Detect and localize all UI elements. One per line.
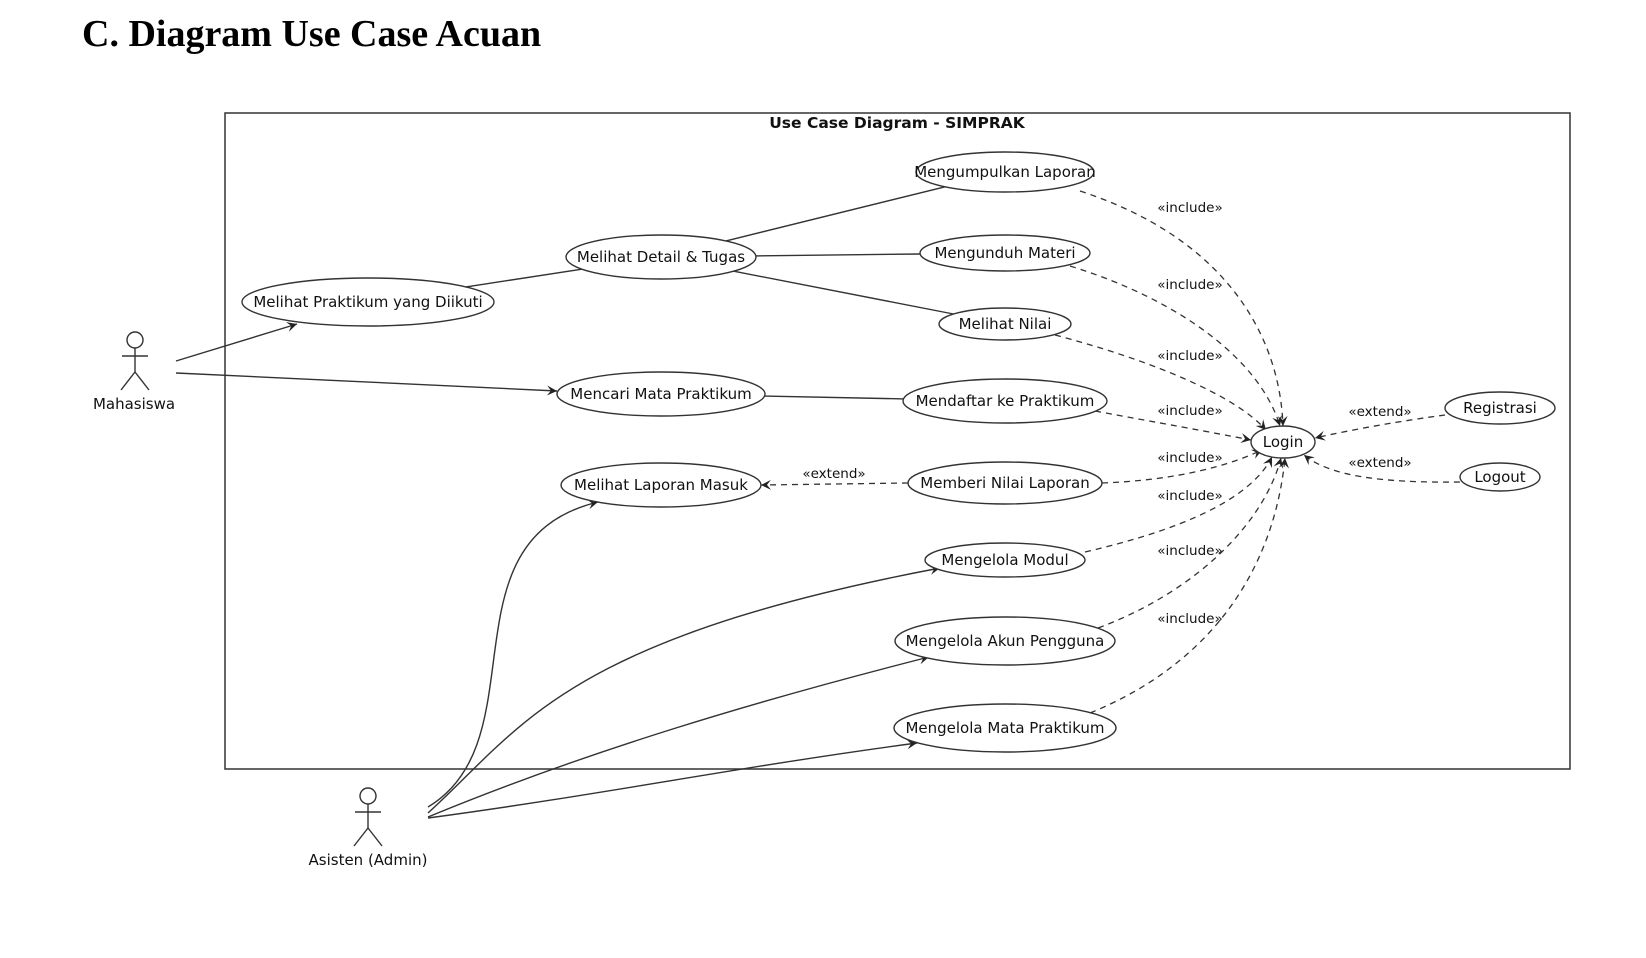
use-case-label: Melihat Laporan Masuk — [574, 476, 748, 494]
dependency-registrasi-to-login — [1314, 414, 1446, 441]
use-case-label: Registrasi — [1463, 399, 1537, 417]
stereotype-label: «include» — [1157, 611, 1222, 627]
association-asisten-to-matkul — [427, 739, 918, 819]
use-case-ellipse — [938, 307, 1072, 341]
use-case-ellipse — [241, 277, 495, 327]
use-case-label: Mengelola Modul — [941, 551, 1068, 569]
use-case-label: Mengelola Mata Praktikum — [905, 719, 1104, 737]
use-case-ellipse — [560, 462, 762, 508]
use-case-laporan: Melihat Laporan Masuk — [560, 462, 762, 508]
stereotype-label: «include» — [1157, 543, 1222, 559]
actor-figure-icon — [120, 331, 150, 391]
dependency-logout-to-login — [1303, 454, 1461, 483]
stereotype-label: «extend» — [802, 466, 865, 482]
use-case-beri: Memberi Nilai Laporan — [907, 461, 1103, 505]
dependency-modul-to-login — [1084, 456, 1273, 553]
stereotype-label: «include» — [1157, 348, 1222, 364]
dependency-nilai-to-login — [1054, 334, 1267, 431]
dependency-beri-to-laporan — [760, 479, 909, 490]
use-case-ellipse — [893, 703, 1117, 753]
use-case-label: Memberi Nilai Laporan — [920, 474, 1089, 492]
stereotype-label: «include» — [1157, 488, 1222, 504]
use-case-registrasi: Registrasi — [1444, 391, 1556, 425]
association-cari-to-daftar — [764, 395, 904, 400]
actor-mahasiswa: Mahasiswa — [93, 331, 175, 413]
dependency-akun-to-login — [1097, 457, 1284, 629]
use-case-matkul: Mengelola Mata Praktikum — [893, 703, 1117, 753]
use-case-ellipse — [1444, 391, 1556, 425]
use-case-praktikum: Melihat Praktikum yang Diikuti — [241, 277, 495, 327]
association-mahasiswa-to-cari — [175, 372, 558, 396]
use-case-logout: Logout — [1459, 462, 1541, 492]
use-case-ellipse — [902, 378, 1108, 424]
use-case-ellipse — [556, 371, 766, 417]
use-case-cari: Mencari Mata Praktikum — [556, 371, 766, 417]
use-case-unduh: Mengunduh Materi — [919, 234, 1091, 272]
use-case-ellipse — [894, 616, 1116, 666]
actor-figure-icon — [353, 787, 383, 847]
use-case-modul: Mengelola Modul — [924, 542, 1086, 578]
dependency-matkul-to-login — [1089, 457, 1289, 714]
use-case-ellipse — [915, 151, 1095, 193]
actor-name: Mahasiswa — [93, 395, 175, 413]
association-asisten-to-akun — [427, 654, 930, 818]
actor-name: Asisten (Admin) — [309, 851, 428, 869]
actor-asisten: Asisten (Admin) — [309, 787, 428, 869]
use-case-label: Mengunduh Materi — [934, 244, 1075, 262]
use-case-label: Mengelola Akun Pengguna — [906, 632, 1105, 650]
use-case-label: Mengumpulkan Laporan — [914, 163, 1096, 181]
dependency-daftar-to-login — [1094, 410, 1252, 443]
use-case-label: Mendaftar ke Praktikum — [916, 392, 1095, 410]
use-case-ellipse — [919, 234, 1091, 272]
stereotype-label: «include» — [1157, 450, 1222, 466]
stereotype-label: «include» — [1157, 403, 1222, 419]
section-heading: C. Diagram Use Case Acuan — [82, 13, 542, 55]
use-case-label: Logout — [1474, 468, 1525, 486]
use-case-daftar: Mendaftar ke Praktikum — [902, 378, 1108, 424]
use-case-label: Mencari Mata Praktikum — [570, 385, 751, 403]
system-title: Use Case Diagram - SIMPRAK — [769, 114, 1026, 132]
stereotype-label: «include» — [1157, 277, 1222, 293]
use-case-label: Melihat Praktikum yang Diikuti — [253, 293, 482, 311]
use-case-kumpul: Mengumpulkan Laporan — [914, 151, 1096, 193]
association-asisten-to-modul — [427, 564, 941, 814]
use-case-detail: Melihat Detail & Tugas — [565, 234, 757, 280]
dependency-beri-to-login — [1101, 449, 1263, 484]
dependency-kumpul-to-login — [1079, 190, 1288, 427]
use-case-ellipse — [1250, 425, 1316, 459]
use-case-nilai: Melihat Nilai — [938, 307, 1072, 341]
use-case-ellipse — [907, 461, 1103, 505]
association-mahasiswa-to-praktikum — [175, 322, 298, 362]
stereotype-label: «include» — [1157, 200, 1222, 216]
system-boundary — [224, 112, 1571, 770]
stereotype-label: «extend» — [1348, 404, 1411, 420]
use-case-login: Login — [1250, 425, 1316, 459]
use-case-akun: Mengelola Akun Pengguna — [894, 616, 1116, 666]
dependency-unduh-to-login — [1069, 265, 1282, 427]
use-case-label: Melihat Detail & Tugas — [577, 248, 745, 266]
use-case-ellipse — [924, 542, 1086, 578]
relationships: «include» «include» «include» «include» «inc… — [175, 186, 1461, 819]
use-case-ellipse — [1459, 462, 1541, 492]
association-detail-to-kumpul — [725, 186, 946, 242]
association-asisten-to-laporan — [427, 499, 599, 808]
association-detail-to-nilai — [733, 270, 954, 315]
use-case-label: Melihat Nilai — [959, 315, 1052, 333]
use-case-label: Login — [1263, 433, 1303, 451]
use-case-ellipse — [565, 234, 757, 280]
association-praktikum-to-detail — [465, 268, 582, 288]
stereotype-label: «extend» — [1348, 455, 1411, 471]
association-detail-to-unduh — [755, 253, 921, 257]
